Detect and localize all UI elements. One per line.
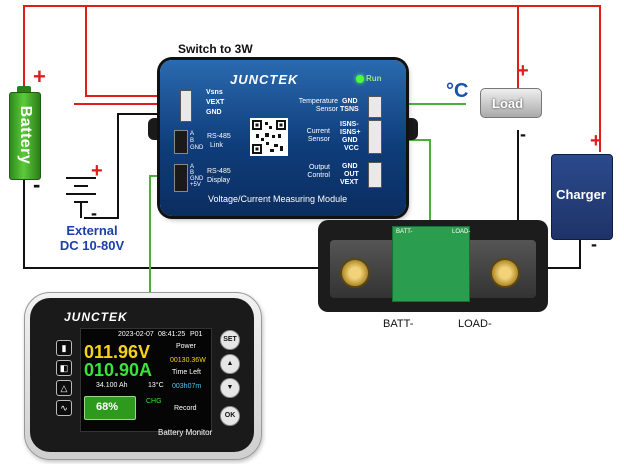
side-icon-meter[interactable]: ◧ xyxy=(56,360,72,376)
current-section-label: Current Sensor xyxy=(306,128,330,143)
external-label-line2: DC 10-80V xyxy=(59,238,125,253)
load-minus-sign: - xyxy=(520,124,526,144)
pin-vcc: VCC xyxy=(344,145,359,152)
rs485-link-subtitle: Link xyxy=(210,142,223,149)
output-terminal-block xyxy=(368,162,382,188)
pin-current-gnd: GND xyxy=(342,137,358,144)
rs485-display-pin-a: A xyxy=(190,164,195,170)
run-label: Run xyxy=(366,74,382,83)
pcb-load-label: LOAD- xyxy=(452,229,471,235)
side-icon-chart[interactable]: ∿ xyxy=(56,400,72,416)
power-value: 00130.36W xyxy=(170,357,206,364)
gnd-wire xyxy=(84,113,180,219)
pcb-batt-label: BATT- xyxy=(396,229,413,235)
record-label: Record xyxy=(174,405,197,412)
rs485-link-title: RS-485 xyxy=(207,133,231,140)
vsns-wire xyxy=(85,6,180,97)
external-label-line1: External xyxy=(66,223,118,238)
rs485-display-pin-gnd: GND xyxy=(190,176,204,182)
module-footer: Voltage/Current Measuring Module xyxy=(208,194,348,204)
charger-device xyxy=(551,154,613,240)
power-label: Power xyxy=(176,343,196,350)
current-terminal-block xyxy=(368,120,382,154)
batt-bolt-icon xyxy=(340,258,370,288)
battery xyxy=(9,92,41,180)
pin-gnd: GND xyxy=(206,109,222,116)
charger-minus-sign: - xyxy=(591,234,597,254)
charger-plus-sign: + xyxy=(590,130,602,152)
external-dc-label: External DC 10-80V xyxy=(44,223,140,253)
pin-vext: VEXT xyxy=(206,99,225,106)
rs485-link-pin-b: B xyxy=(190,138,195,144)
time-left-value: 003h07m xyxy=(172,383,202,390)
pin-output-gnd: GND xyxy=(342,163,358,170)
battery-negative-wire xyxy=(23,178,318,269)
load-device xyxy=(480,88,542,118)
switch-label: Switch to 3W xyxy=(178,42,253,56)
external-plus-sign: + xyxy=(91,160,103,182)
rs485-display-port xyxy=(174,164,188,192)
run-led-icon xyxy=(356,75,364,83)
charger-negative-wire xyxy=(548,238,581,269)
battery-percent: 68% xyxy=(96,401,119,413)
batt-terminal-label: BATT- xyxy=(383,318,414,330)
temperature-symbol: °C xyxy=(446,80,469,102)
chg-label: CHG xyxy=(146,398,162,405)
pin-isns-plus: ISNS+ xyxy=(340,129,361,136)
qr-code-icon xyxy=(250,118,288,156)
rs485-display-pin-5v: +5V xyxy=(190,182,201,188)
power-terminal-block xyxy=(180,90,192,122)
battery-plus-sign: + xyxy=(33,64,46,89)
display-footer: Battery Monitor xyxy=(158,428,213,437)
display-date: 2023-02-07 xyxy=(118,331,154,338)
shunt-pcb xyxy=(392,226,470,302)
rs485-display-pin-b: B xyxy=(190,170,195,176)
load-terminal-label: LOAD- xyxy=(458,318,492,330)
pin-output-vext: VEXT xyxy=(340,179,359,186)
output-section-label: Output Control xyxy=(307,164,330,179)
pin-temp-gnd: GND xyxy=(342,98,358,105)
capacity-value: 34.100 Ah xyxy=(96,382,128,389)
ok-button[interactable]: OK xyxy=(220,406,240,426)
down-button[interactable]: ▼ xyxy=(220,378,240,398)
rs485-display-title: RS-485 xyxy=(207,168,231,175)
rs485-link-port xyxy=(174,130,188,154)
load-plus-sign: + xyxy=(517,60,529,82)
voltage-readout: 011.96V xyxy=(84,342,151,362)
qr-code-graphic xyxy=(252,120,286,154)
rs485-link-pin-a: A xyxy=(190,131,195,137)
battery-level-bar xyxy=(84,396,136,420)
charger-label: Charger xyxy=(556,187,606,202)
rs485-display-subtitle: Display xyxy=(207,177,230,184)
display-brand: JUNCTEK xyxy=(64,310,128,324)
load-label: Load xyxy=(492,96,524,111)
temperature-value: 13°C xyxy=(148,382,164,389)
pin-vsns: Vsns xyxy=(206,89,223,96)
time-left-label: Time Left xyxy=(172,369,201,376)
display-page: P01 xyxy=(190,331,203,338)
pin-tsns: TSNS xyxy=(340,106,359,113)
current-readout: 010.90A xyxy=(84,360,153,380)
temperature-section-label: Temperature Sensor xyxy=(298,98,338,113)
up-button[interactable]: ▲ xyxy=(220,354,240,374)
pin-isns-minus: ISNS- xyxy=(340,121,359,128)
display-time: 08:41:25 xyxy=(158,331,186,338)
rs485-link-pin-gnd: GND xyxy=(190,145,204,151)
pin-out: OUT xyxy=(344,171,359,178)
side-icon-alarm[interactable]: △ xyxy=(56,380,72,396)
battery-label: Battery xyxy=(17,105,34,165)
module-brand: JUNCTEK xyxy=(230,72,299,87)
temp-terminal-block xyxy=(368,96,382,118)
side-icon-battery[interactable]: ▮ xyxy=(56,340,72,356)
battery-positive-wire xyxy=(23,5,601,152)
load-bolt-icon xyxy=(490,258,520,288)
battery-minus-sign: - xyxy=(33,172,41,197)
battery-terminal xyxy=(17,86,31,93)
external-minus-sign: - xyxy=(91,203,97,223)
set-button[interactable]: SET xyxy=(220,330,240,350)
